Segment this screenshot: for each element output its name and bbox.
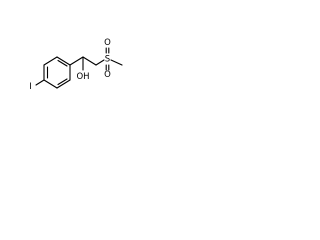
ring-double-bond-bottom <box>57 78 68 86</box>
hydroxyl-label: OH <box>76 72 89 82</box>
ring-to-carbinol-bond <box>69 56 84 66</box>
ring-bond-bottom-right <box>56 79 71 89</box>
ring-bond-top-right <box>56 56 71 66</box>
sulfur-to-methyl-bond <box>110 59 123 66</box>
methylene-to-sulfur-bond <box>95 59 105 66</box>
sulfonyl-oxygen-bottom-label: O <box>104 70 111 80</box>
ring-bond-bottom-left <box>43 79 58 89</box>
ring-double-bond-top <box>57 59 68 67</box>
iodine-bond <box>35 79 45 86</box>
sulfonyl-oxygen-top-label: O <box>104 38 111 48</box>
carbinol-to-methylene-bond <box>82 56 97 66</box>
benzene-ring <box>43 56 71 89</box>
sulfur-atom-label: S <box>105 55 110 65</box>
iodine-atom-label: I <box>29 82 32 92</box>
ring-bond-top-left <box>43 56 58 66</box>
structure-diagram: I OH S O O <box>29 38 123 92</box>
